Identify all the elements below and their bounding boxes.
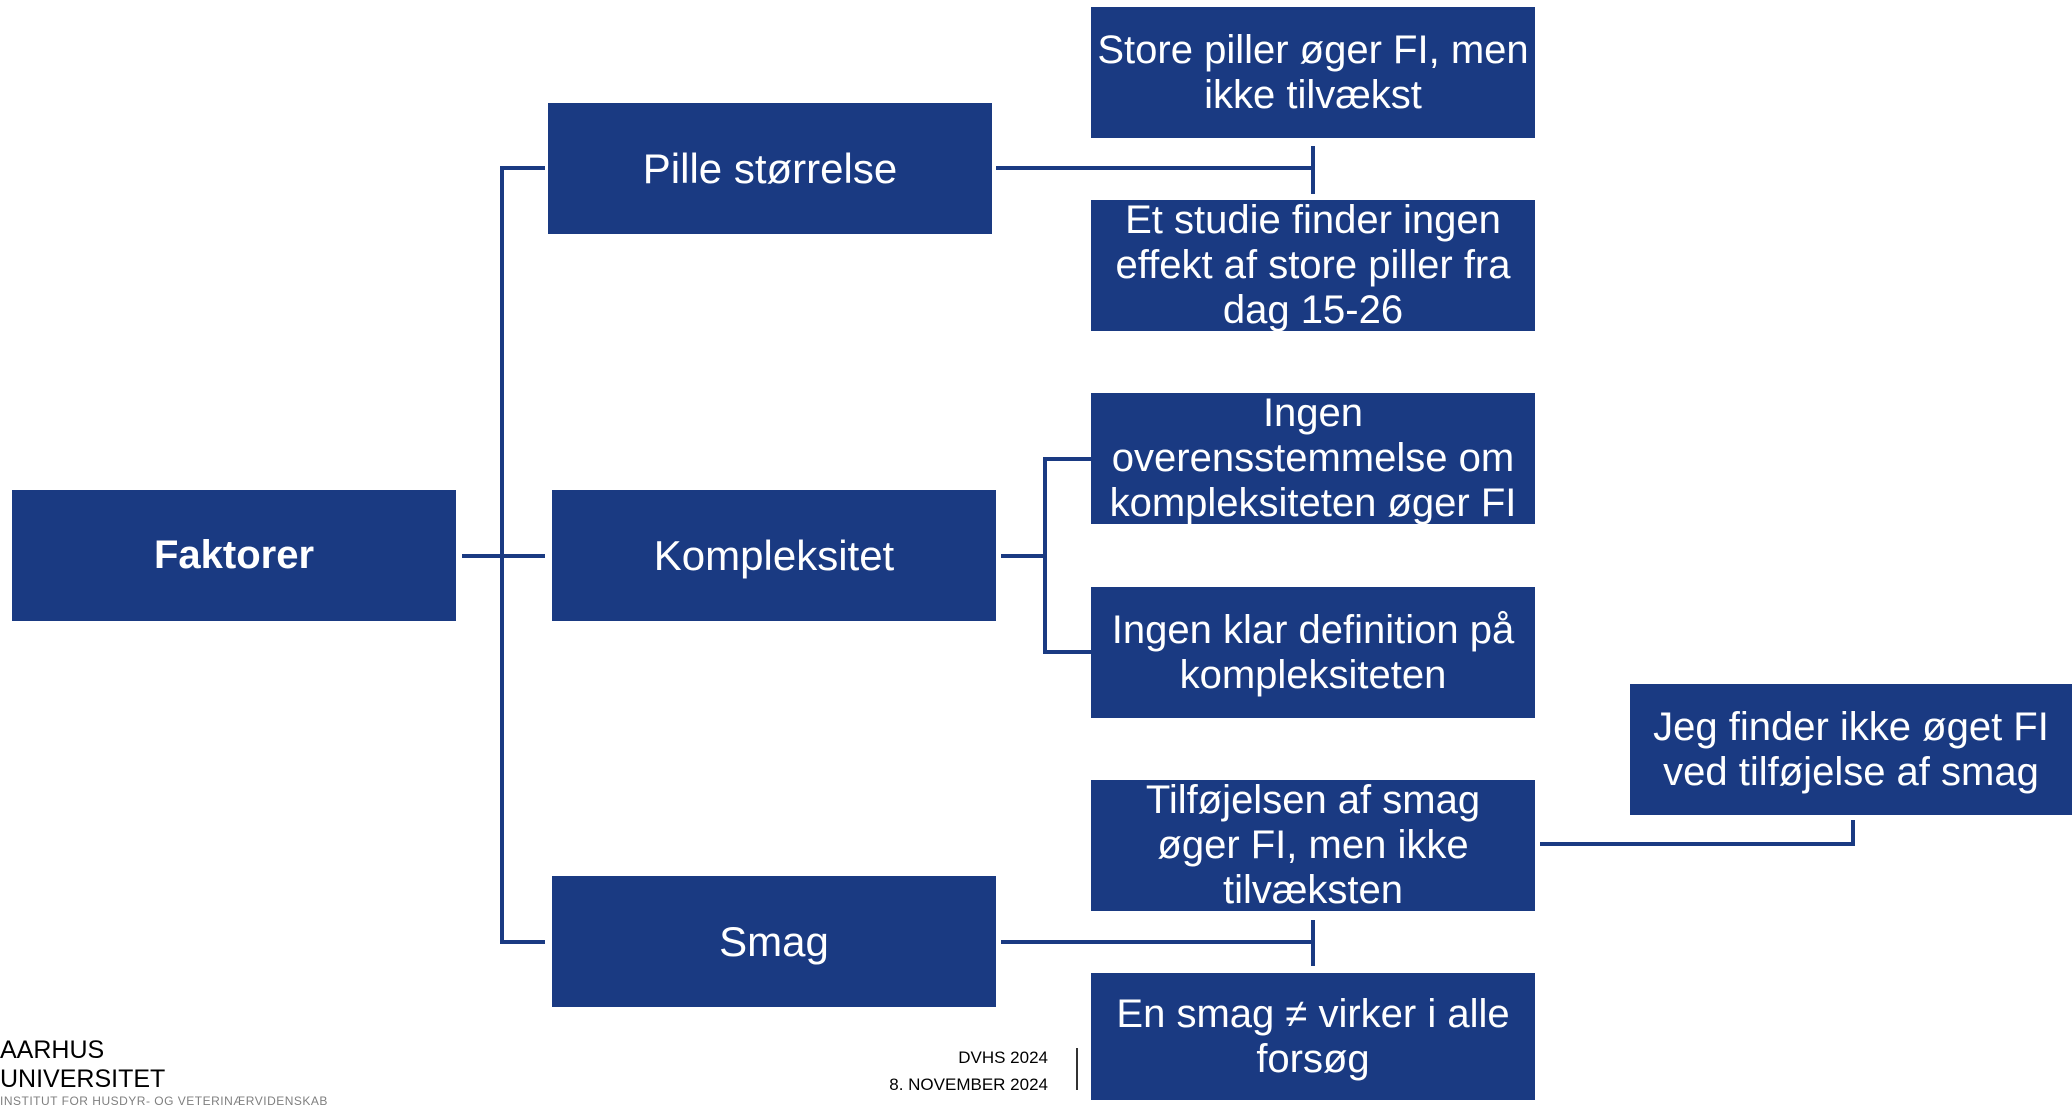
finding-box: Store piller øger FI, men ikke tilvækst: [1091, 7, 1535, 138]
finding-box: Ingen overensstemmelse om kompleksiteten…: [1091, 391, 1535, 525]
factor-label: Smag: [719, 917, 829, 965]
logo-department: INSTITUT FOR HUSDYR- OG VETERINÆRVIDENSK…: [0, 1094, 328, 1108]
footer-separator: [1076, 1048, 1078, 1090]
root-label: Faktorer: [153, 533, 315, 577]
footer-meta: DVHS 2024 8. NOVEMBER 2024: [889, 1044, 1048, 1098]
footer-event: DVHS 2024: [958, 1048, 1048, 1067]
finding-text: Tilføjelsen af smag øger FI, men ikke ti…: [1145, 778, 1481, 912]
finding-text: En smag ≠ virker i alle forsøg: [1116, 991, 1510, 1081]
kompleksitet-bracket: [1043, 457, 1091, 654]
smag-note-box: Jeg finder ikke øget FI ved tilføjelse a…: [1630, 684, 2072, 815]
note-text: Jeg finder ikke øget FI ved tilføjelse a…: [1653, 704, 2049, 794]
factor-pille-stoerrelse-box: Pille størrelse: [548, 103, 992, 234]
factor-label: Kompleksitet: [653, 531, 895, 579]
root-faktorer-box: Faktorer: [12, 490, 456, 621]
university-logo: AARHUS UNIVERSITET INSTITUT FOR HUSDYR- …: [0, 1036, 328, 1108]
logo-line-1: AARHUS: [0, 1036, 105, 1064]
finding-box: Ingen klar definition på kompleksiteten: [1091, 587, 1535, 718]
finding-text: Ingen klar definition på kompleksiteten: [1111, 607, 1515, 697]
finding-text: Et studie finder ingen effekt af store p…: [1115, 198, 1511, 332]
finding-box: Tilføjelsen af smag øger FI, men ikke ti…: [1091, 778, 1535, 912]
finding-text: Ingen overensstemmelse om kompleksiteten…: [1109, 391, 1517, 525]
logo-line-2: UNIVERSITET: [0, 1065, 166, 1093]
factor-kompleksitet-box: Kompleksitet: [552, 490, 996, 621]
note-connector: [1540, 820, 1855, 846]
factor-smag-box: Smag: [552, 876, 996, 1007]
footer-date: 8. NOVEMBER 2024: [889, 1075, 1048, 1094]
factor-label: Pille størrelse: [642, 144, 898, 192]
finding-text: Store piller øger FI, men ikke tilvækst: [1097, 27, 1529, 117]
finding-box: Et studie finder ingen effekt af store p…: [1091, 198, 1535, 332]
finding-box: En smag ≠ virker i alle forsøg: [1091, 973, 1535, 1100]
